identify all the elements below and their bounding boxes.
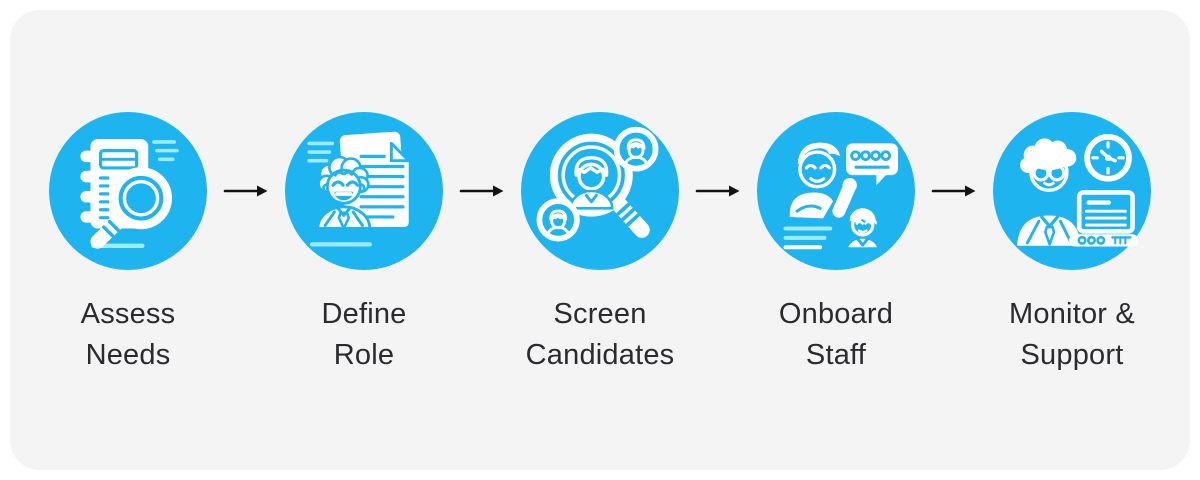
right-arrow-icon xyxy=(931,182,977,200)
step-label: Onboard Staff xyxy=(778,298,894,371)
person-wave-chat-icon xyxy=(783,142,899,250)
panel-background: Assess Needs xyxy=(10,10,1190,470)
magnifier-people-icon xyxy=(536,126,659,242)
step-screen-candidates: Screen Candidates xyxy=(505,112,695,376)
person-laptop-clock-icon xyxy=(1017,134,1139,247)
step-label: Monitor & Support xyxy=(1009,298,1135,371)
step-monitor-support: Monitor & Support xyxy=(977,112,1167,376)
right-arrow-icon xyxy=(695,182,741,200)
step-icon-badge xyxy=(521,112,679,270)
notebook-magnifier-icon xyxy=(80,139,179,249)
step-label: Assess Needs xyxy=(80,298,176,371)
step-label: Screen Candidates xyxy=(525,298,675,371)
step-assess-needs: Assess Needs xyxy=(33,112,223,376)
step-icon-badge xyxy=(993,112,1151,270)
step-icon-badge xyxy=(757,112,915,270)
step-define-role: Define Role xyxy=(269,112,459,376)
step-label: Define Role xyxy=(321,298,407,371)
process-flow: Assess Needs xyxy=(10,10,1190,376)
right-arrow-icon xyxy=(459,182,505,200)
step-onboard-staff: Onboard Staff xyxy=(741,112,931,376)
step-icon-badge xyxy=(285,112,443,270)
right-arrow-icon xyxy=(223,182,269,200)
step-icon-badge xyxy=(49,112,207,270)
person-documents-icon xyxy=(307,131,411,247)
